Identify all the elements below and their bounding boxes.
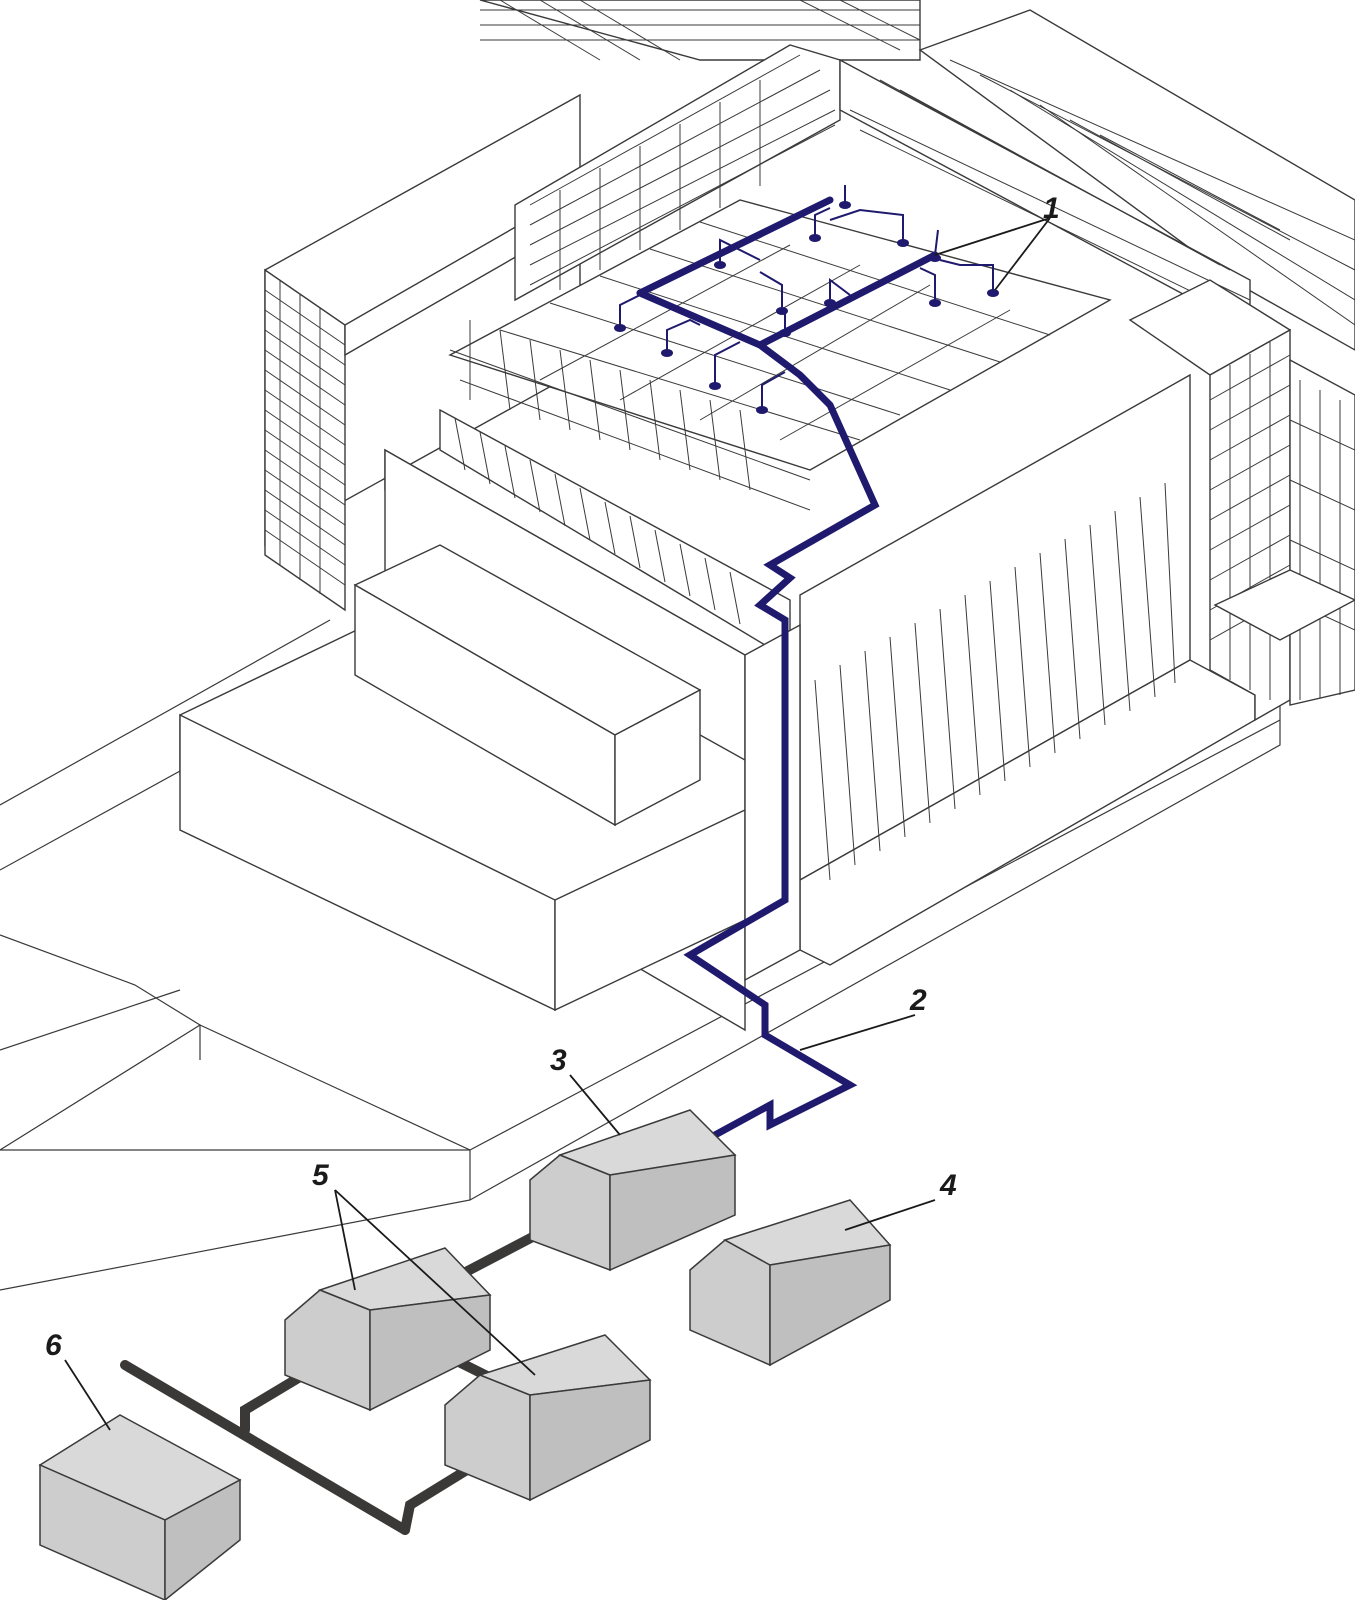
left-tower bbox=[264, 93, 581, 612]
shed-5b bbox=[444, 1334, 652, 1502]
top-back-structure bbox=[479, 0, 1355, 351]
label-2: 2 bbox=[909, 984, 927, 1017]
front-blocks bbox=[179, 544, 801, 1012]
label-3: 3 bbox=[550, 1044, 567, 1077]
shed-6 bbox=[38, 1414, 242, 1600]
label-4: 4 bbox=[939, 1169, 957, 1202]
callout-labels: 1 2 3 4 5 6 bbox=[45, 192, 1060, 1362]
shed-3 bbox=[529, 1109, 737, 1272]
label-1: 1 bbox=[1043, 192, 1060, 225]
label-6: 6 bbox=[45, 1329, 62, 1362]
shed-4 bbox=[689, 1199, 892, 1367]
main-pipeline bbox=[636, 289, 880, 1139]
sprinkler-network bbox=[614, 185, 999, 414]
leader-lines bbox=[64, 217, 1051, 1431]
shed-5a bbox=[284, 1247, 492, 1412]
label-5: 5 bbox=[312, 1159, 330, 1192]
